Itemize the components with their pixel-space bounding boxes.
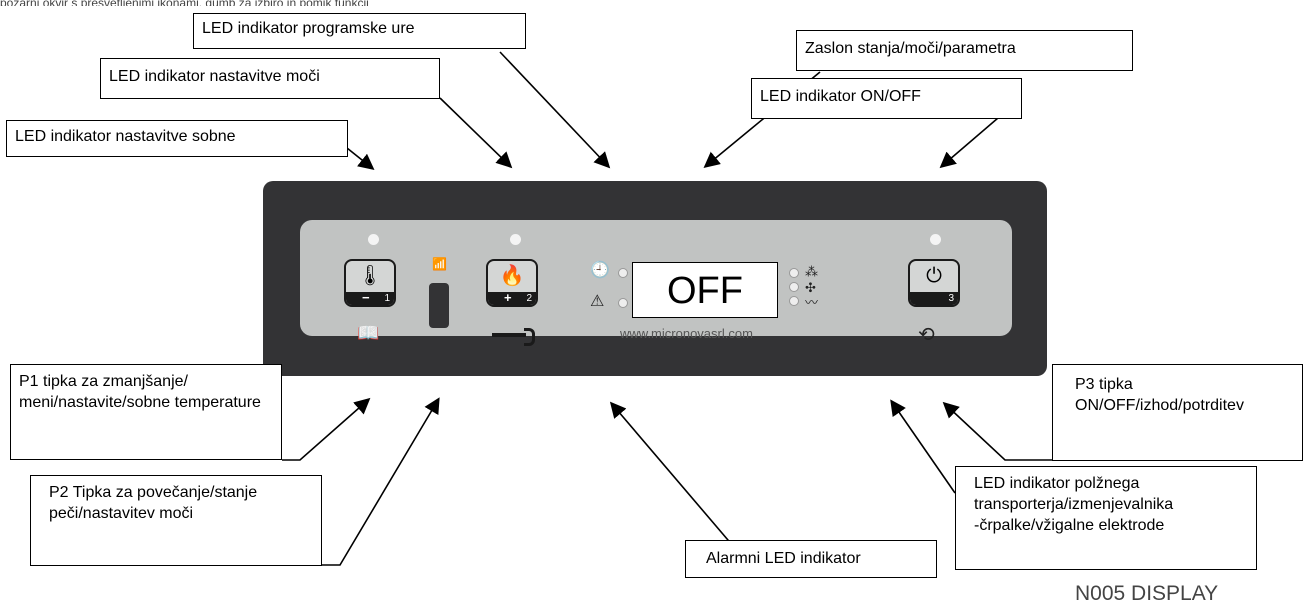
wrench-head [524, 328, 535, 346]
callout-led-nastavitve-sobne: LED indikator nastavitve sobne [6, 120, 348, 157]
arrow-p3 [942, 401, 1052, 461]
led-auger [789, 268, 799, 278]
led-moc [510, 234, 521, 245]
arrow-on-off [939, 117, 999, 169]
p3-button[interactable]: ⏻ 3 [908, 259, 960, 307]
flame-icon: 🔥 [499, 265, 525, 287]
led-fan [789, 282, 799, 292]
fan-icon: ✣ [805, 280, 816, 295]
thermometer-icon: 🌡 [357, 265, 383, 287]
led-sobna [368, 234, 379, 245]
led-igniter [789, 296, 799, 306]
arrow-alarm [609, 401, 746, 561]
auger-icon: ⁂ [805, 264, 818, 279]
callout-p2: P2 Tipka za povečanje/stanje peči/nastav… [30, 475, 322, 566]
callout-led-programske-ure: LED indikator programske ure [193, 13, 526, 49]
callout-led-polznega: LED indikator polžnega transporterja/izm… [955, 466, 1257, 570]
callout-p1: P1 tipka za zmanjšanje/ meni/nastavite/s… [10, 364, 282, 460]
receiver-slot [429, 283, 449, 328]
manufacturer-url: www.micronovasrl.com [620, 326, 753, 341]
arrow-polznega [890, 399, 956, 494]
resistor-icon: 〰 [805, 295, 819, 310]
wrench-icon [492, 333, 526, 337]
arrow-p2 [322, 397, 440, 566]
p1-button[interactable]: 🌡 −1 [344, 259, 396, 307]
clock-icon: 🕘 [590, 262, 610, 279]
p2-button[interactable]: 🔥 +2 [486, 259, 538, 307]
warning-icon: ⚠ [590, 293, 605, 310]
callout-alarm: Alarmni LED indikator [685, 540, 937, 578]
status-display: OFF [632, 262, 778, 318]
arrow-programske-ure [499, 51, 611, 169]
power-icon: ⏻ [926, 265, 942, 287]
wifi-icon: 📶 [432, 257, 447, 271]
arrow-nastavitve-moci [439, 97, 513, 169]
callout-led-nastavitve-moci: LED indikator nastavitve moči [100, 58, 440, 99]
arrow-p1 [282, 397, 371, 461]
callout-p3: P3 tipka ON/OFF/izhod/potrditev [1052, 364, 1303, 461]
led-alarm [618, 298, 628, 308]
led-clock [618, 268, 628, 278]
book-icon: 📖 [357, 323, 380, 343]
footer-label: N005 DISPLAY [1075, 582, 1219, 605]
clipped-top-text: požarni okvir s presvetljenimi ikonami, … [0, 0, 1309, 6]
callout-led-on-off: LED indikator ON/OFF [751, 78, 1022, 119]
cycle-icon: ⟲ [918, 324, 935, 346]
led-on-off [930, 234, 941, 245]
callout-zaslon: Zaslon stanja/moči/parametra [796, 30, 1133, 71]
arrow-nastavitve-sobne [346, 147, 375, 170]
